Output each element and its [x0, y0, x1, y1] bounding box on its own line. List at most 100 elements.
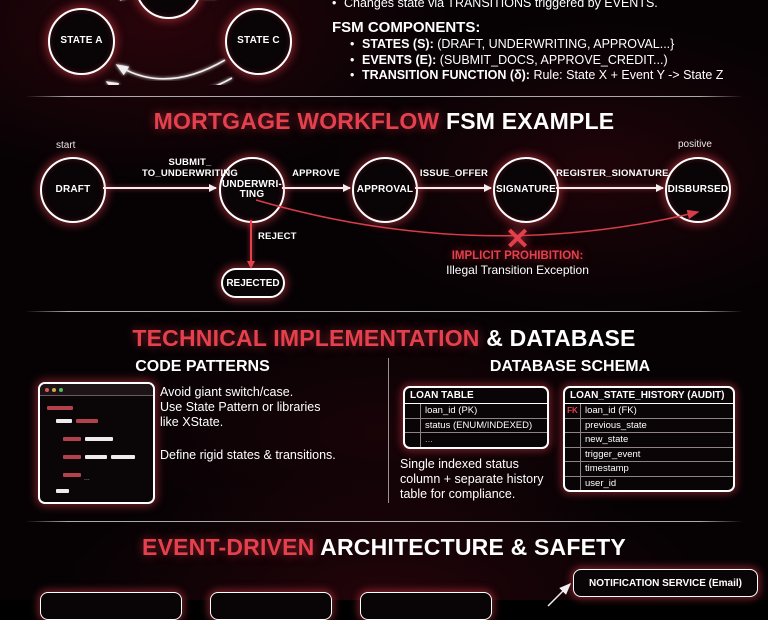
fk-badge: FK [565, 404, 581, 418]
event-bottom-box-1 [40, 592, 182, 620]
state-node-c: STATE C [225, 8, 292, 75]
table-row: trigger_event [565, 447, 733, 462]
fsm-bullet-events: EVENTS (E): (SUBMIT_DOCS, APPROVE_CREDIT… [350, 52, 768, 69]
node-rejected-label: REJECTED [226, 277, 280, 289]
event-bottom-box-3 [360, 592, 492, 620]
positive-label: positive [678, 139, 712, 150]
node-underwriting: UNDERWRI- TING [219, 157, 285, 223]
divider-1 [25, 96, 743, 97]
arrow-underwriting-to-rejected [247, 220, 254, 269]
node-rejected: REJECTED [221, 268, 285, 298]
code-note-primary: Avoid giant switch/case. Use State Patte… [160, 385, 321, 429]
history-cell-previous-state: previous_state [585, 419, 647, 431]
intro-cut-bullet-text: Changes state via TRANSITIONS triggered … [344, 0, 658, 10]
column-divider [388, 358, 389, 503]
notification-service-label: NOTIFICATION SERVICE (Email) [589, 577, 742, 589]
fsm-bullet-states-rest: (DRAFT, UNDERWRITING, APPROVAL...} [433, 37, 675, 51]
loan-table-cell-status: status (ENUM/INDEXED) [425, 419, 533, 431]
node-signature: SIGNATURE [493, 157, 559, 223]
transition-label-reject: REJECT [258, 231, 297, 242]
prohibition-subtitle: Illegal Transition Exception [446, 263, 589, 277]
code-window-mockup: ... [38, 382, 155, 504]
transition-label-approve: APPROVE [292, 168, 340, 179]
code-window-titlebar [40, 384, 153, 396]
mortgage-section-title: MORTGAGE WORKFLOW FSM EXAMPLE [0, 108, 768, 135]
node-underwriting-label: UNDERWRI- TING [222, 178, 282, 200]
fsm-bullet-transition-rest: Rule: State X + Event Y -> State Z [529, 68, 724, 82]
transition-label-issue-offer: ISSUE_OFFER [419, 168, 489, 179]
history-table-title: LOAN_STATE_HISTORY (AUDIT) [565, 388, 733, 404]
table-row: new_state [565, 433, 733, 448]
node-disbursed-label: DISBURSED [667, 183, 729, 195]
loan-table-title: LOAN TABLE [405, 388, 547, 404]
event-title-white: ARCHITECTURE & SAFETY [320, 534, 626, 560]
arrow-signature-to-disbursed [556, 184, 664, 191]
mortgage-title-white: FSM EXAMPLE [446, 108, 615, 134]
state-node-a: STATE A [48, 8, 115, 75]
technical-title-white: & DATABASE [486, 325, 636, 351]
table-row: FK loan_id (FK) [565, 404, 733, 419]
illegal-transition-arrow [255, 199, 700, 237]
fsm-components-list: STATES (S): (DRAFT, UNDERWRITING, APPROV… [348, 37, 768, 84]
node-draft: DRAFT [40, 157, 106, 223]
arrow-to-notification-service [547, 582, 572, 607]
history-cell-loan-id: loan_id (FK) [585, 405, 637, 417]
code-patterns-header: CODE PATTERNS [135, 358, 270, 375]
fsm-bullet-transition: TRANSITION FUNCTION (δ): Rule: State X +… [350, 68, 768, 84]
transition-label-register-signature: REGISTER_SIONATURE [556, 168, 669, 179]
node-signature-label: SIGNATURE [496, 183, 556, 195]
fsm-bullet-states-term: STATES (S): [362, 37, 434, 51]
window-close-dot-icon [45, 387, 49, 392]
notification-service-box: NOTIFICATION SERVICE (Email) [573, 569, 758, 597]
fsm-bullet-events-rest: (SUBMIT_DOCS, APPROVE_CREDIT...) [436, 52, 668, 67]
history-cell-new-state: new_state [585, 434, 629, 446]
state-loop-arrows [105, 0, 233, 85]
table-row: user_id [565, 476, 733, 490]
loan-table-cell-id: loan_id (PK) [425, 405, 478, 417]
divider-2 [25, 311, 743, 312]
table-row: ... [405, 433, 547, 447]
intro-cut-bullet: Changes state via TRANSITIONS triggered … [330, 0, 760, 12]
table-row: status (ENUM/INDEXED) [405, 418, 547, 433]
table-row: previous_state [565, 418, 733, 433]
transition-label-submit: SUBMIT_ TO_UNDERWRITING [141, 157, 239, 179]
fsm-bullet-events-term: EVENTS (E): [362, 52, 437, 67]
loan-table-cell-more: ... [425, 434, 433, 446]
background-glow [0, 0, 768, 600]
event-section-title: EVENT-DRIVEN ARCHITECTURE & SAFETY [0, 534, 768, 561]
history-cell-user-id: user_id [585, 477, 617, 489]
table-row: loan_id (PK) [405, 404, 547, 419]
technical-title-red: TECHNICAL IMPLEMENTATION [132, 325, 480, 351]
table-row: timestamp [565, 462, 733, 477]
node-approval: APPROVAL [352, 157, 418, 223]
arrow-underwriting-to-approval [282, 184, 351, 191]
history-cell-timestamp: timestamp [585, 463, 629, 475]
prohibition-note: IMPLICIT PROHIBITION: Illegal Transition… [385, 250, 650, 277]
divider-3 [25, 521, 743, 522]
arrow-approval-to-signature [415, 184, 492, 191]
prohibition-title: IMPLICIT PROHIBITION: [451, 250, 584, 262]
fsm-bullet-transition-term: TRANSITION FUNCTION (δ): [362, 68, 530, 82]
arrow-draft-to-underwriting [103, 184, 217, 191]
database-schema-header: DATABASE SCHEMA [489, 358, 651, 375]
state-node-c-label: STATE C [237, 35, 280, 47]
fsm-bullet-states: STATES (S): (DRAFT, UNDERWRITING, APPROV… [350, 37, 768, 53]
prohibition-x-icon: ✕ [505, 223, 531, 256]
node-draft-label: DRAFT [55, 183, 91, 195]
window-minimize-dot-icon [52, 387, 56, 392]
loan-table: LOAN TABLE loan_id (PK) status (ENUM/IND… [403, 386, 549, 449]
event-title-red: EVENT-DRIVEN [142, 534, 315, 560]
state-node-a-label: STATE A [60, 35, 103, 47]
fsm-components-header: FSM COMPONENTS: [332, 19, 481, 36]
node-approval-label: APPROVAL [356, 183, 414, 195]
window-maximize-dot-icon [59, 387, 63, 392]
start-label: start [56, 140, 76, 151]
history-cell-trigger-event: trigger_event [585, 448, 641, 460]
event-bottom-box-2 [210, 592, 332, 620]
mortgage-title-red: MORTGAGE WORKFLOW [153, 108, 440, 134]
database-note: Single indexed status column + separate … [400, 457, 544, 501]
loan-state-history-table: LOAN_STATE_HISTORY (AUDIT) FK loan_id (FK… [563, 386, 735, 492]
code-lines: ... [40, 396, 153, 502]
code-note-secondary: Define rigid states & transitions. [160, 448, 336, 462]
technical-section-title: TECHNICAL IMPLEMENTATION & DATABASE [0, 325, 768, 352]
